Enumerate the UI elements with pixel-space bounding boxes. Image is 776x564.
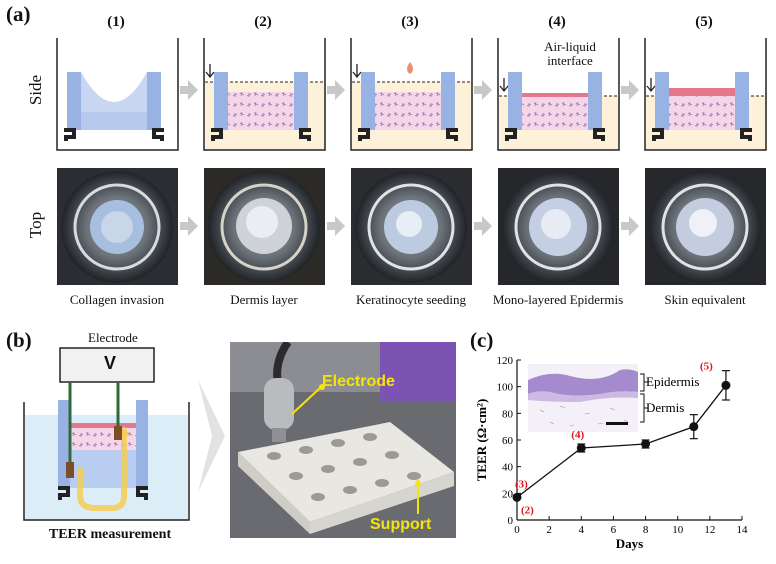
photo-electrode-label: Electrode	[322, 373, 395, 390]
inset-dermis-label: Dermis	[646, 400, 684, 415]
y-tick-label: 120	[497, 355, 514, 367]
voltmeter-symbol: V	[103, 353, 116, 373]
air-liquid-annotation: Air-liquid interface	[544, 39, 596, 68]
droplet-icon	[407, 62, 413, 74]
well-3-schematic	[350, 38, 473, 151]
y-tick-label: 80	[502, 408, 514, 420]
x-tick-label: 14	[737, 524, 749, 536]
top-photo-5	[645, 168, 766, 285]
data-point	[721, 380, 731, 390]
data-point	[641, 439, 651, 449]
y-tick-label: 0	[508, 515, 514, 527]
y-tick-label: 60	[502, 435, 514, 447]
electrode-probe-outer	[66, 462, 74, 478]
step-arrow-3	[474, 80, 492, 100]
caption-dermis-layer: Dermis layer	[230, 292, 298, 307]
top-photo-2	[204, 168, 325, 285]
point-label: (2)	[521, 504, 534, 516]
voltmeter	[59, 347, 155, 383]
x-tick-label: 6	[611, 524, 617, 536]
top-photo-4	[498, 168, 619, 285]
electrode-photo	[230, 342, 456, 538]
x-tick-label: 4	[579, 524, 585, 536]
y-tick-label: 40	[502, 462, 514, 474]
photo-support-label: Support	[370, 516, 432, 533]
x-tick-label: 0	[514, 524, 520, 536]
electrode-probe-inner	[114, 426, 122, 440]
scale-bar	[606, 422, 628, 425]
panel-b-arrow	[198, 380, 225, 492]
step-label-2: (2)	[254, 14, 272, 30]
electrode-label: Electrode	[88, 330, 138, 345]
step-label-3: (3)	[401, 14, 419, 30]
y-tick-label: 20	[502, 488, 514, 500]
photo-arrow-3	[474, 216, 492, 236]
caption-mono-layered-epidermis: Mono-layered Epidermis	[492, 292, 624, 307]
caption-skin-equivalent: Skin equivalent	[664, 292, 746, 307]
photo-arrow-4	[621, 216, 639, 236]
step-label-5: (5)	[695, 14, 713, 30]
y-tick-label: 100	[497, 382, 514, 394]
x-tick-label: 10	[672, 524, 684, 536]
step-arrow-4	[621, 80, 639, 100]
well-4-schematic	[497, 38, 620, 151]
point-label: (4)	[571, 429, 584, 441]
step-arrow-1	[180, 80, 198, 100]
point-label: (5)	[700, 360, 713, 372]
panel-a-label: (a)	[6, 2, 31, 26]
teer-measurement-caption: TEER measurement	[48, 527, 172, 542]
panel-c-label: (c)	[470, 328, 494, 352]
caption-keratinocyte-seeding: Keratinocyte seeding	[355, 292, 467, 307]
well-5-schematic	[644, 38, 767, 151]
well-2-schematic	[203, 38, 326, 151]
top-photo-1	[57, 168, 178, 285]
electrode-probe-photo	[264, 378, 294, 430]
panel-b-label: (b)	[6, 328, 32, 352]
photo-arrow-1	[180, 216, 198, 236]
histology-inset	[528, 364, 648, 432]
top-photo-3	[351, 168, 472, 285]
y-axis-title: TEER (Ω·cm²)	[474, 399, 489, 482]
x-tick-label: 8	[643, 524, 649, 536]
panel-a-schematics	[56, 38, 767, 285]
x-tick-label: 12	[704, 524, 715, 536]
step-label-1: (1)	[107, 14, 125, 30]
well-1-schematic	[56, 38, 179, 151]
inset-epidermis-label: Epidermis	[646, 374, 699, 389]
caption-collagen-invasion: Collagen invasion	[69, 292, 165, 307]
point-label: (3)	[515, 478, 528, 490]
data-point	[512, 492, 522, 502]
x-axis-title: Days	[616, 536, 643, 551]
x-tick-label: 2	[546, 524, 552, 536]
step-label-4: (4)	[548, 14, 566, 30]
data-point	[576, 443, 586, 453]
data-point	[689, 422, 699, 432]
step-arrow-2	[327, 80, 345, 100]
photo-arrow-2	[327, 216, 345, 236]
